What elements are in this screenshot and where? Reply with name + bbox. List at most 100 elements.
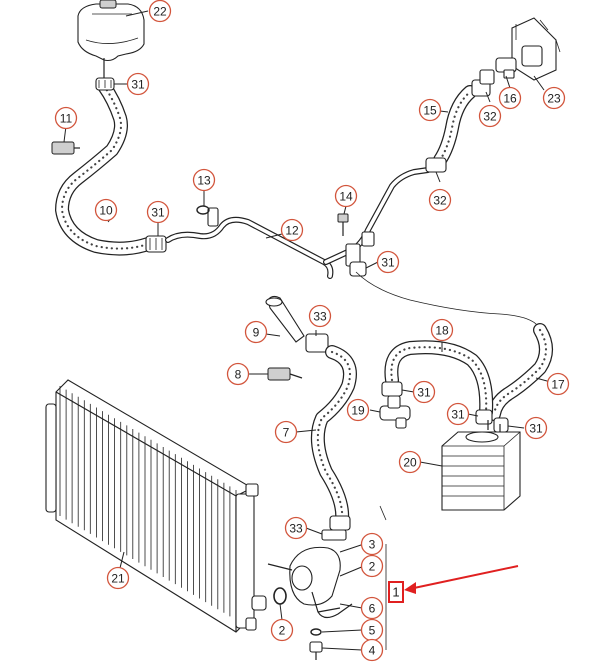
callout-label: 2	[279, 624, 286, 638]
callout-circle	[360, 532, 384, 556]
callout-15: 15	[418, 98, 442, 122]
callout-label: 17	[551, 378, 565, 392]
callout-circle	[546, 372, 570, 396]
callout-23: 23	[542, 86, 566, 110]
expansion-tank	[77, 0, 145, 78]
callout-31: 31	[524, 416, 548, 440]
callout-22: 22	[148, 0, 172, 23]
hose-clip	[349, 261, 367, 277]
callout-label: 31	[131, 78, 145, 92]
callout-31: 31	[412, 380, 436, 404]
callout-circle	[148, 0, 172, 23]
callout-circle	[54, 106, 78, 130]
callout-label: 8	[235, 368, 242, 382]
callout-label: 4	[369, 644, 376, 658]
callout-label: 6	[369, 602, 376, 616]
hose-clip	[305, 333, 329, 353]
callout-17: 17	[546, 372, 570, 396]
assembly-bracket	[379, 505, 387, 650]
callout-19: 19	[346, 398, 370, 422]
callout-circle	[146, 200, 170, 224]
callout-label: 23	[547, 92, 561, 106]
hose-18	[384, 340, 494, 419]
callout-21: 21	[106, 566, 130, 590]
callout-32: 32	[428, 188, 452, 212]
callout-circle	[412, 380, 436, 404]
callout-7: 7	[274, 420, 298, 444]
callout-circle	[524, 416, 548, 440]
callout-circle	[126, 72, 150, 96]
highlight-arrow-icon	[413, 565, 519, 589]
callout-2: 2	[360, 554, 384, 578]
callout-label: 9	[253, 326, 260, 340]
callout-circle	[360, 554, 384, 578]
hose-clip	[425, 69, 495, 173]
callout-circle	[430, 318, 454, 342]
callout-circle	[334, 184, 358, 208]
callout-circle	[308, 304, 332, 328]
callout-circle	[398, 450, 422, 474]
callout-31: 31	[446, 402, 470, 426]
callout-9: 9	[244, 320, 268, 344]
part-16	[495, 57, 517, 79]
t-piece-19	[379, 395, 411, 429]
hose-7	[310, 345, 357, 527]
callout-label: 12	[285, 224, 299, 238]
hose-clip	[95, 77, 115, 91]
hose-15	[433, 85, 477, 167]
hose-clip	[381, 381, 509, 433]
radiator-21	[45, 379, 267, 633]
callout-4: 4	[360, 638, 384, 662]
callout-label: 33	[313, 310, 327, 324]
thermostat-housing-23	[511, 17, 561, 81]
callout-label: 16	[503, 92, 517, 106]
callout-circle	[270, 618, 294, 642]
callout-8: 8	[226, 362, 250, 386]
callout-circle	[94, 198, 118, 222]
callout-circle	[244, 320, 268, 344]
callout-label: 20	[403, 456, 417, 470]
highlight-arrowhead-icon	[404, 582, 416, 594]
callout-circle	[446, 402, 470, 426]
callout-circle	[478, 104, 502, 128]
bolt-14	[337, 213, 349, 236]
callout-18: 18	[430, 318, 454, 342]
callout-31: 31	[146, 200, 170, 224]
callout-label: 14	[339, 190, 353, 204]
callout-14: 14	[334, 184, 358, 208]
callout-label: 31	[529, 422, 543, 436]
callout-circle	[360, 638, 384, 662]
callout-label: 11	[60, 112, 73, 126]
highlight-annotation: 1	[388, 565, 519, 603]
o-ring-13	[196, 205, 210, 215]
highlight-label: 1	[392, 585, 399, 600]
highlight-box	[388, 581, 404, 603]
callout-label: 13	[197, 174, 211, 188]
callout-5: 5	[360, 618, 384, 642]
callout-label: 22	[153, 5, 167, 19]
callout-circle	[280, 218, 304, 242]
callout-label: 32	[433, 194, 447, 208]
callout-32: 32	[478, 104, 502, 128]
hose-17	[487, 323, 553, 421]
callout-33: 33	[284, 516, 308, 540]
callout-label: 18	[435, 324, 449, 338]
callout-circle	[418, 98, 442, 122]
callout-label: 3	[369, 538, 376, 552]
callout-circle	[376, 250, 400, 274]
bracket-11	[51, 141, 80, 155]
callout-label: 31	[417, 386, 431, 400]
callout-31: 31	[376, 250, 400, 274]
part-8	[267, 367, 303, 381]
callout-31: 31	[126, 72, 150, 96]
callout-12: 12	[280, 218, 304, 242]
vent-line	[355, 271, 539, 327]
callout-33: 33	[308, 304, 332, 328]
o-ring-2	[273, 587, 287, 605]
callout-circle	[346, 398, 370, 422]
callout-label: 33	[289, 522, 303, 536]
leader-lines	[63, 10, 559, 651]
callout-label: 15	[423, 104, 437, 118]
callout-circle	[428, 188, 452, 212]
